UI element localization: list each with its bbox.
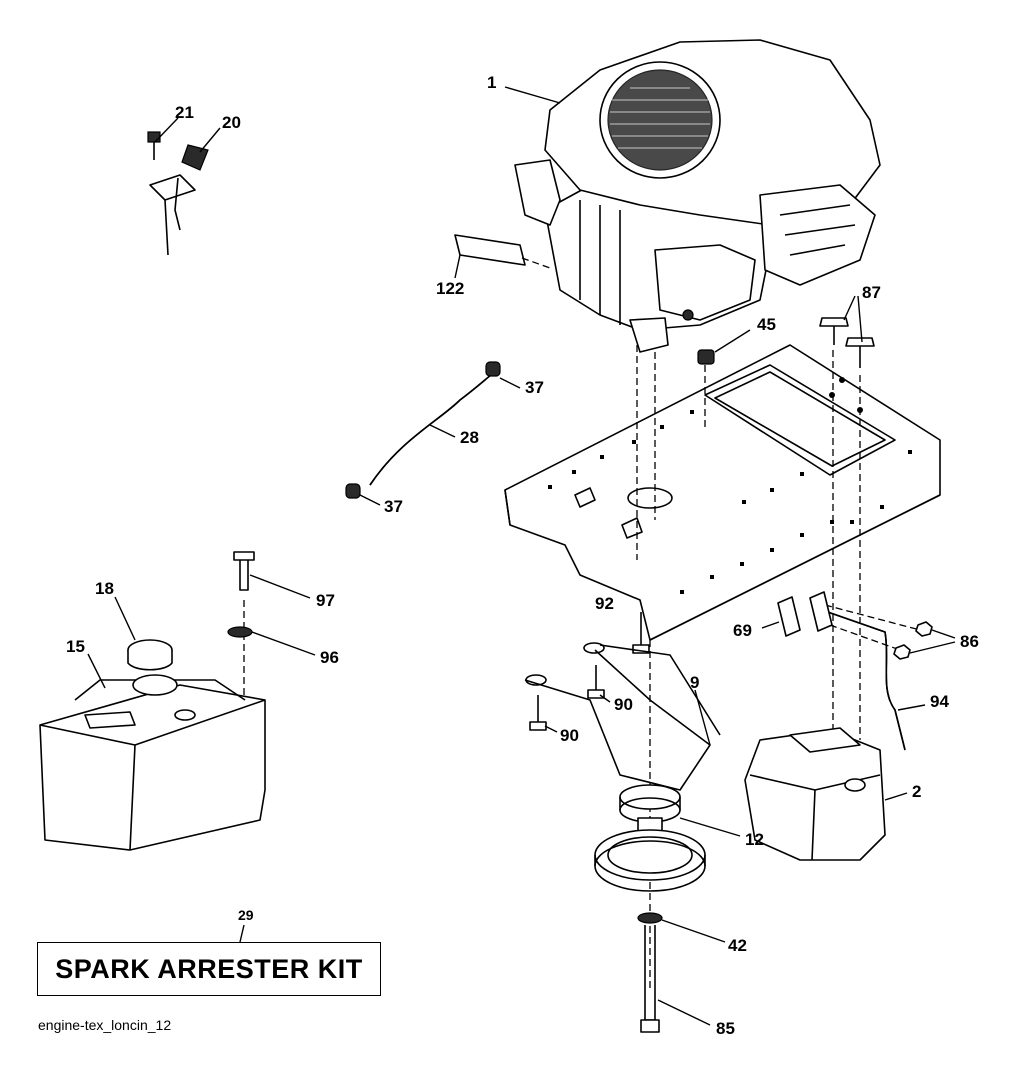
throttle-control-20	[149, 144, 209, 256]
callout-18: 18	[95, 579, 114, 598]
callout-97: 97	[316, 591, 335, 610]
callout-1: 1	[487, 73, 496, 92]
callout-45: 45	[757, 315, 776, 334]
washer-96	[227, 626, 253, 638]
callout-labels: 1 21 20 122 87 45 37 28 37 18 97 92 15 9…	[66, 73, 979, 1038]
callout-42: 42	[728, 936, 747, 955]
callout-37-top: 37	[525, 378, 544, 397]
callout-92: 92	[595, 594, 614, 613]
muffler-2	[744, 727, 886, 861]
engine-assembly	[514, 39, 881, 353]
bolt-85	[640, 925, 660, 1033]
callout-15: 15	[66, 637, 85, 656]
nut-86-top	[915, 621, 933, 637]
callout-87: 87	[862, 283, 881, 302]
engine-mounting-plate	[504, 344, 941, 641]
callout-37-bottom: 37	[384, 497, 403, 516]
callout-12: 12	[745, 830, 764, 849]
pulley-12	[594, 784, 706, 892]
callout-96: 96	[320, 648, 339, 667]
fuel-tank-15	[39, 674, 266, 851]
screw-97	[233, 551, 255, 591]
diagram-id-label: engine-tex_loncin_12	[38, 1017, 172, 1033]
callout-21: 21	[175, 103, 194, 122]
callout-9: 9	[690, 673, 699, 692]
washer-42	[637, 912, 663, 924]
callout-122: 122	[436, 279, 464, 298]
callout-20: 20	[222, 113, 241, 132]
nut-86-bottom	[893, 644, 911, 660]
spark-arrester-kit-box: SPARK ARRESTER KIT	[37, 942, 381, 996]
clamp-37-bottom	[345, 483, 361, 499]
plug-45	[697, 349, 715, 365]
gasket-69	[777, 596, 801, 637]
spark-arrester-kit-label: SPARK ARRESTER KIT	[55, 953, 363, 984]
callout-28: 28	[460, 428, 479, 447]
clamp-37-top	[485, 361, 501, 377]
callout-85: 85	[716, 1019, 735, 1038]
bolt-90-upper	[587, 665, 605, 699]
callout-2: 2	[912, 782, 921, 801]
bolt-90-lower	[529, 695, 547, 731]
callout-90-lower: 90	[560, 726, 579, 745]
fuel-cap-18	[127, 639, 173, 671]
bracket-9	[524, 644, 721, 791]
bracket-122	[454, 234, 526, 266]
bolt-87-right	[845, 337, 875, 368]
callout-90-upper: 90	[614, 695, 633, 714]
bolt-21	[147, 131, 161, 160]
callout-86: 86	[960, 632, 979, 651]
callout-94: 94	[930, 692, 949, 711]
bolt-87-left	[819, 317, 849, 345]
leader-lines	[87, 86, 956, 1026]
callout-29: 29	[238, 907, 254, 923]
callout-69: 69	[733, 621, 752, 640]
